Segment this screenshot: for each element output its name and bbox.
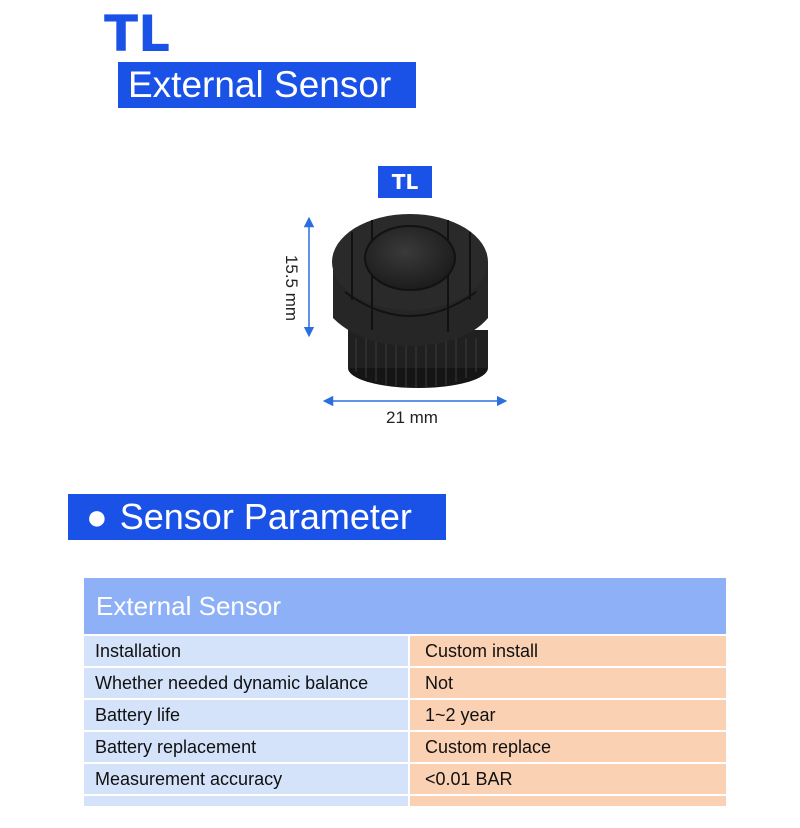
page-title: TL [104,5,170,63]
row-label: Measurement accuracy [84,764,410,794]
row-label [84,796,410,806]
product-figure [303,214,508,407]
table-row-cut-off [84,796,726,828]
row-label: Whether needed dynamic balance [84,668,410,698]
sensor-cap-image [332,214,488,388]
row-value [410,796,726,806]
width-dimension-label: 21 mm [386,408,438,427]
parameter-table: External Sensor Installation Custom inst… [84,578,726,828]
table-row: Battery replacement Custom replace [84,732,726,764]
row-value: 1~2 year [410,700,726,730]
bullet-icon: ● [86,496,108,537]
section-title: Sensor Parameter [119,496,412,537]
table-row: Battery life 1~2 year [84,700,726,732]
subtitle-banner: External Sensor [118,62,416,108]
table-header: External Sensor [84,578,726,636]
row-value: Custom replace [410,732,726,762]
row-value: Custom install [410,636,726,666]
table-row: Measurement accuracy <0.01 BAR [84,764,726,796]
height-dimension-label: 15.5 mm [280,248,302,328]
row-value: <0.01 BAR [410,764,726,794]
table-row: Installation Custom install [84,636,726,668]
height-value: 15.5 mm [282,254,301,322]
row-label: Battery replacement [84,732,410,762]
table-row: Whether needed dynamic balance Not [84,668,726,700]
row-value: Not [410,668,726,698]
row-label: Battery life [84,700,410,730]
section-heading: ● Sensor Parameter [68,494,446,540]
row-label: Installation [84,636,410,666]
model-badge: TL [378,166,432,198]
